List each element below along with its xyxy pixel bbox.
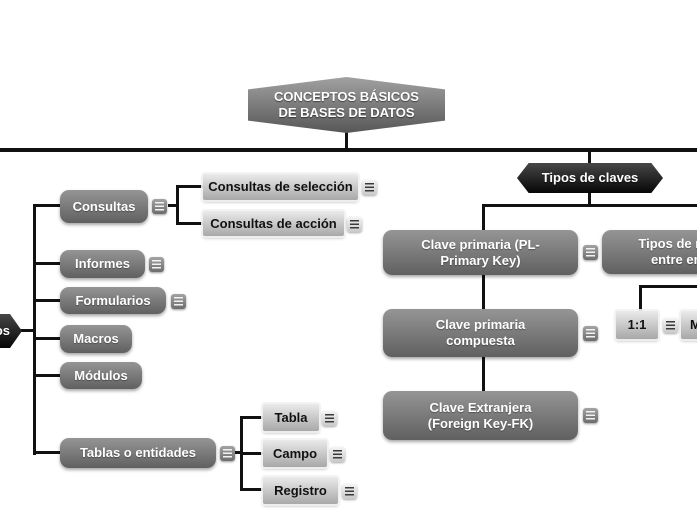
connector-left-spine — [33, 204, 36, 455]
notes-icon[interactable] — [171, 294, 186, 309]
node-macros[interactable]: Macros — [60, 325, 132, 353]
connector-consultas-link — [168, 204, 178, 207]
connector-stub-tabla — [240, 416, 263, 419]
connector-main-trunk — [0, 148, 697, 152]
node-registro[interactable]: Registro — [263, 477, 338, 504]
connector-clave-v0 — [482, 204, 485, 232]
node-consultas-de-seleccion[interactable]: Consultas de selección — [203, 174, 358, 200]
node-relacion-1-1[interactable]: 1:1 — [616, 311, 658, 339]
notes-icon[interactable] — [322, 411, 337, 426]
node-campo[interactable]: Campo — [263, 440, 327, 467]
node-clave-extranjera[interactable]: Clave Extranjera (Foreign Key-FK) — [383, 391, 578, 440]
node-consultas[interactable]: Consultas — [60, 190, 148, 223]
notes-icon[interactable] — [583, 326, 598, 341]
connector-claves-trunk — [482, 204, 697, 207]
hub-node-objetos[interactable]: Objetos — [0, 314, 22, 348]
root-node[interactable]: CONCEPTOS BÁSICOS DE BASES DE DATOS — [248, 77, 445, 133]
node-clave-primaria-compuesta[interactable]: Clave primaria compuesta — [383, 309, 578, 357]
notes-icon[interactable] — [149, 257, 164, 272]
connector-relaciones-drop — [639, 285, 642, 313]
node-clave-primaria[interactable]: Clave primaria (PL- Primary Key) — [383, 230, 578, 275]
connector-consultas-bracket — [176, 185, 179, 225]
node-formularios[interactable]: Formularios — [60, 287, 166, 314]
connector-stub-accion — [176, 222, 203, 225]
connector-stub-formularios — [33, 299, 60, 302]
connector-stub-informes — [33, 262, 60, 265]
notes-icon[interactable] — [330, 447, 345, 462]
node-tablas-o-entidades[interactable]: Tablas o entidades — [60, 438, 216, 468]
notes-icon[interactable] — [362, 180, 377, 195]
connector-root-drop — [345, 130, 348, 150]
connector-objetos-link — [18, 329, 33, 332]
notes-icon[interactable] — [220, 446, 235, 461]
connector-stub-campo — [240, 452, 263, 455]
connector-stub-consultas — [33, 204, 60, 207]
connector-clave-v2 — [482, 356, 485, 393]
node-relacion-m-m[interactable]: M:M — [681, 311, 697, 339]
connector-stub-registro — [240, 488, 263, 491]
connector-stub-macros — [33, 337, 60, 340]
connector-claves-drop-top — [588, 152, 591, 165]
connector-claves-drop-bottom — [588, 191, 591, 206]
connector-stub-tablas — [33, 451, 60, 454]
notes-icon[interactable] — [152, 199, 167, 214]
connector-relaciones-bar — [639, 285, 697, 288]
notes-icon[interactable] — [583, 245, 598, 260]
node-consultas-de-accion[interactable]: Consultas de acción — [203, 211, 344, 236]
connector-stub-seleccion — [176, 185, 203, 188]
node-informes[interactable]: Informes — [60, 250, 145, 278]
node-tabla[interactable]: Tabla — [263, 404, 319, 431]
node-tipos-de-relaciones[interactable]: Tipos de relaciones entre entidades — [602, 230, 697, 274]
notes-icon[interactable] — [583, 408, 598, 423]
hub-node-tipos-de-claves[interactable]: Tipos de claves — [517, 163, 663, 193]
notes-icon[interactable] — [347, 217, 362, 232]
notes-icon[interactable] — [663, 318, 678, 333]
node-modulos[interactable]: Módulos — [60, 362, 142, 389]
notes-icon[interactable] — [342, 484, 357, 499]
connector-tablas-link — [235, 451, 243, 454]
connector-clave-v1 — [482, 274, 485, 310]
connector-stub-modulos — [33, 374, 60, 377]
